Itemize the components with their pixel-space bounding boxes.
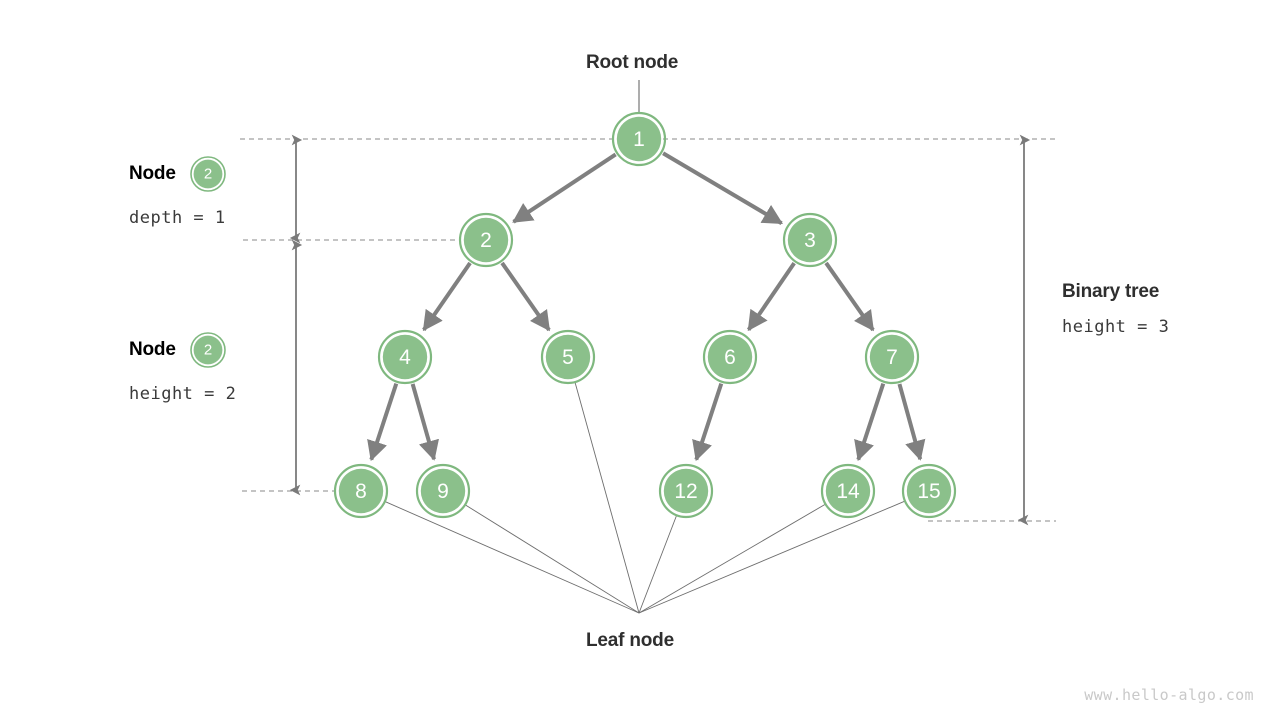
edge-7-to-14: [854, 382, 886, 462]
tree-node-1[interactable]: 1: [611, 111, 667, 167]
callout-depth-title: Node: [129, 163, 176, 184]
tree-node-6[interactable]: 6: [702, 329, 758, 385]
node-fill: [906, 468, 952, 514]
node-value-14: 14: [836, 480, 860, 503]
leaf-leader-line-5: [574, 381, 640, 614]
leaf-leader-line-15: [638, 500, 906, 614]
node-outer-ring: [658, 463, 714, 519]
node-fill: [420, 468, 466, 514]
node-value-3: 3: [804, 229, 816, 252]
tree-node-9[interactable]: 9: [415, 463, 471, 519]
leaf-leader-lines: [384, 381, 906, 614]
tree-edges: [367, 151, 926, 462]
tree-node-8[interactable]: 8: [333, 463, 389, 519]
node-value-15: 15: [917, 480, 940, 503]
leaf-node-label: Leaf node: [586, 630, 674, 651]
node-value-6: 6: [724, 346, 736, 369]
edge-4-to-8: [367, 382, 399, 462]
node-fill: [825, 468, 871, 514]
edge-6-to-12: [692, 382, 724, 462]
leaf-leader-line-14: [638, 503, 826, 614]
node-outer-ring: [702, 329, 758, 385]
callout-height-node-badge: 2: [189, 331, 227, 369]
tree-node-7[interactable]: 7: [864, 329, 920, 385]
tree-node-14[interactable]: 14: [820, 463, 876, 519]
node-value-12: 12: [674, 480, 697, 503]
node-fill: [787, 217, 833, 263]
node-outer-ring: [782, 212, 838, 268]
edge-2-to-4: [422, 261, 472, 332]
node-value-5: 5: [562, 346, 574, 369]
node-value-7: 7: [886, 346, 898, 369]
callout-depth-badge-value: 2: [204, 166, 212, 183]
callout-node-height: Node 2: [129, 331, 227, 369]
tree-node-3[interactable]: 3: [782, 212, 838, 268]
callout-height-badge-value: 2: [204, 342, 212, 359]
node-outer-ring: [540, 329, 596, 385]
node-fill: [663, 468, 709, 514]
edge-1-to-2: [512, 152, 617, 224]
node-outer-ring: [333, 463, 389, 519]
edge-3-to-6: [746, 261, 796, 332]
edge-1-to-3: [662, 151, 783, 225]
node-outer-ring: [864, 329, 920, 385]
root-node-label: Root node: [586, 52, 679, 73]
callout-depth-node-badge: 2: [189, 155, 227, 193]
edge-4-to-9: [410, 383, 439, 461]
node-fill: [463, 217, 509, 263]
edge-2-to-5: [500, 261, 551, 332]
node-fill: [707, 334, 753, 380]
node-value-8: 8: [355, 480, 367, 503]
node-value-2: 2: [480, 229, 492, 252]
node-outer-ring: [611, 111, 667, 167]
tree-node-4[interactable]: 4: [377, 329, 433, 385]
node-fill: [545, 334, 591, 380]
callout-height-title: Node: [129, 339, 176, 360]
node-outer-ring: [820, 463, 876, 519]
node-value-9: 9: [437, 480, 449, 503]
callout-node-depth: Node 2: [129, 155, 227, 193]
tree-node-15[interactable]: 15: [901, 463, 957, 519]
callout-height-detail: height = 2: [129, 384, 237, 404]
level-guide-lines: [240, 138, 1056, 522]
node-outer-ring: [458, 212, 514, 268]
callout-depth-detail: depth = 1: [129, 208, 226, 228]
edge-7-to-15: [897, 383, 926, 461]
measurement-arrows: [289, 134, 1031, 526]
binary-tree-height-detail: height = 3: [1062, 317, 1170, 337]
tree-node-5[interactable]: 5: [540, 329, 596, 385]
leaf-leader-line-9: [464, 504, 640, 614]
node-outer-ring: [901, 463, 957, 519]
tree-node-12[interactable]: 12: [658, 463, 714, 519]
node-fill: [382, 334, 428, 380]
tree-node-2[interactable]: 2: [458, 212, 514, 268]
node-fill: [869, 334, 915, 380]
site-watermark: www.hello-algo.com: [1084, 686, 1254, 704]
node-outer-ring: [377, 329, 433, 385]
node-value-4: 4: [399, 346, 411, 369]
node-outer-ring: [415, 463, 471, 519]
node-value-1: 1: [633, 128, 645, 151]
node-fill: [338, 468, 384, 514]
leaf-leader-line-8: [384, 501, 640, 614]
edge-3-to-7: [824, 261, 875, 332]
leaf-leader-line-12: [638, 515, 678, 614]
node-fill: [616, 116, 662, 162]
binary-tree-title: Binary tree: [1062, 281, 1160, 302]
